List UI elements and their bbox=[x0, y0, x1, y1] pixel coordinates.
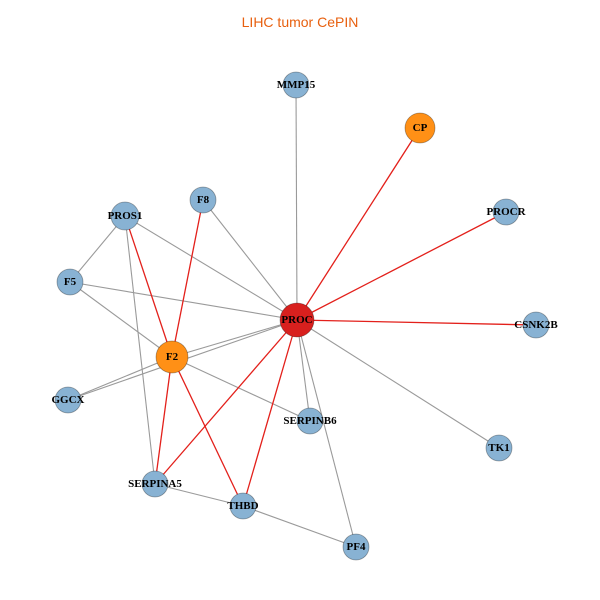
node-PROC bbox=[279, 302, 315, 338]
node-label-CSNK2B: CSNK2B bbox=[514, 319, 558, 331]
edge-F2-PROS1 bbox=[124, 215, 173, 358]
node-CSNK2B bbox=[522, 311, 550, 339]
node-SERPINA5 bbox=[141, 470, 169, 498]
edge-PROS1-F5 bbox=[69, 215, 126, 283]
node-MMP15 bbox=[282, 71, 310, 99]
edge-PROC-PF4 bbox=[296, 319, 357, 548]
node-label-THBD: THBD bbox=[227, 500, 258, 512]
node-label-PROCR: PROCR bbox=[486, 206, 526, 218]
node-TK1 bbox=[485, 434, 513, 462]
node-label-PF4: PF4 bbox=[347, 541, 366, 553]
node-label-SERPINB6: SERPINB6 bbox=[283, 415, 337, 427]
node-label-F5: F5 bbox=[64, 276, 77, 288]
edge-PROC-SERPINA5 bbox=[154, 319, 298, 485]
node-F8 bbox=[189, 186, 217, 214]
edge-PROC-TK1 bbox=[296, 319, 500, 449]
node-label-TK1: TK1 bbox=[488, 442, 509, 454]
edge-F2-F8 bbox=[171, 199, 204, 358]
node-PF4 bbox=[342, 533, 370, 561]
node-label-MMP15: MMP15 bbox=[277, 79, 316, 91]
edge-F2-SERPINB6 bbox=[171, 356, 311, 422]
node-CP bbox=[404, 112, 436, 144]
edge-F2-GGCX bbox=[67, 356, 173, 401]
node-label-PROC: PROC bbox=[281, 314, 312, 326]
edge-PROC-F2 bbox=[171, 319, 298, 358]
node-F2 bbox=[155, 340, 189, 374]
edge-PROC-PROCR bbox=[296, 211, 507, 321]
edge-SERPINA5-THBD bbox=[154, 483, 244, 507]
edge-F2-THBD bbox=[171, 356, 244, 507]
node-label-F2: F2 bbox=[166, 351, 179, 363]
edge-PROS1-SERPINA5 bbox=[124, 215, 156, 485]
edge-PROC-F8 bbox=[202, 199, 298, 321]
node-label-CP: CP bbox=[413, 122, 428, 134]
edge-PROC-THBD bbox=[242, 319, 298, 507]
node-label-PROS1: PROS1 bbox=[108, 210, 143, 222]
edge-PROC-PROS1 bbox=[124, 215, 298, 321]
node-label-GGCX: GGCX bbox=[52, 394, 85, 406]
edge-PROC-CSNK2B bbox=[296, 319, 537, 326]
plot-title: LIHC tumor CePIN bbox=[241, 14, 359, 30]
edge-F2-SERPINA5 bbox=[154, 356, 173, 485]
node-PROCR bbox=[492, 198, 520, 226]
node-THBD bbox=[229, 492, 257, 520]
edge-THBD-PF4 bbox=[242, 505, 357, 548]
node-GGCX bbox=[54, 386, 82, 414]
node-label-F8: F8 bbox=[197, 194, 210, 206]
edge-PROC-MMP15 bbox=[295, 84, 298, 321]
node-PROS1 bbox=[110, 201, 140, 231]
node-label-SERPINA5: SERPINA5 bbox=[128, 478, 182, 490]
edge-PROC-CP bbox=[296, 127, 421, 321]
node-SERPINB6 bbox=[296, 407, 324, 435]
node-F5 bbox=[56, 268, 84, 296]
edge-F2-F5 bbox=[69, 281, 173, 358]
